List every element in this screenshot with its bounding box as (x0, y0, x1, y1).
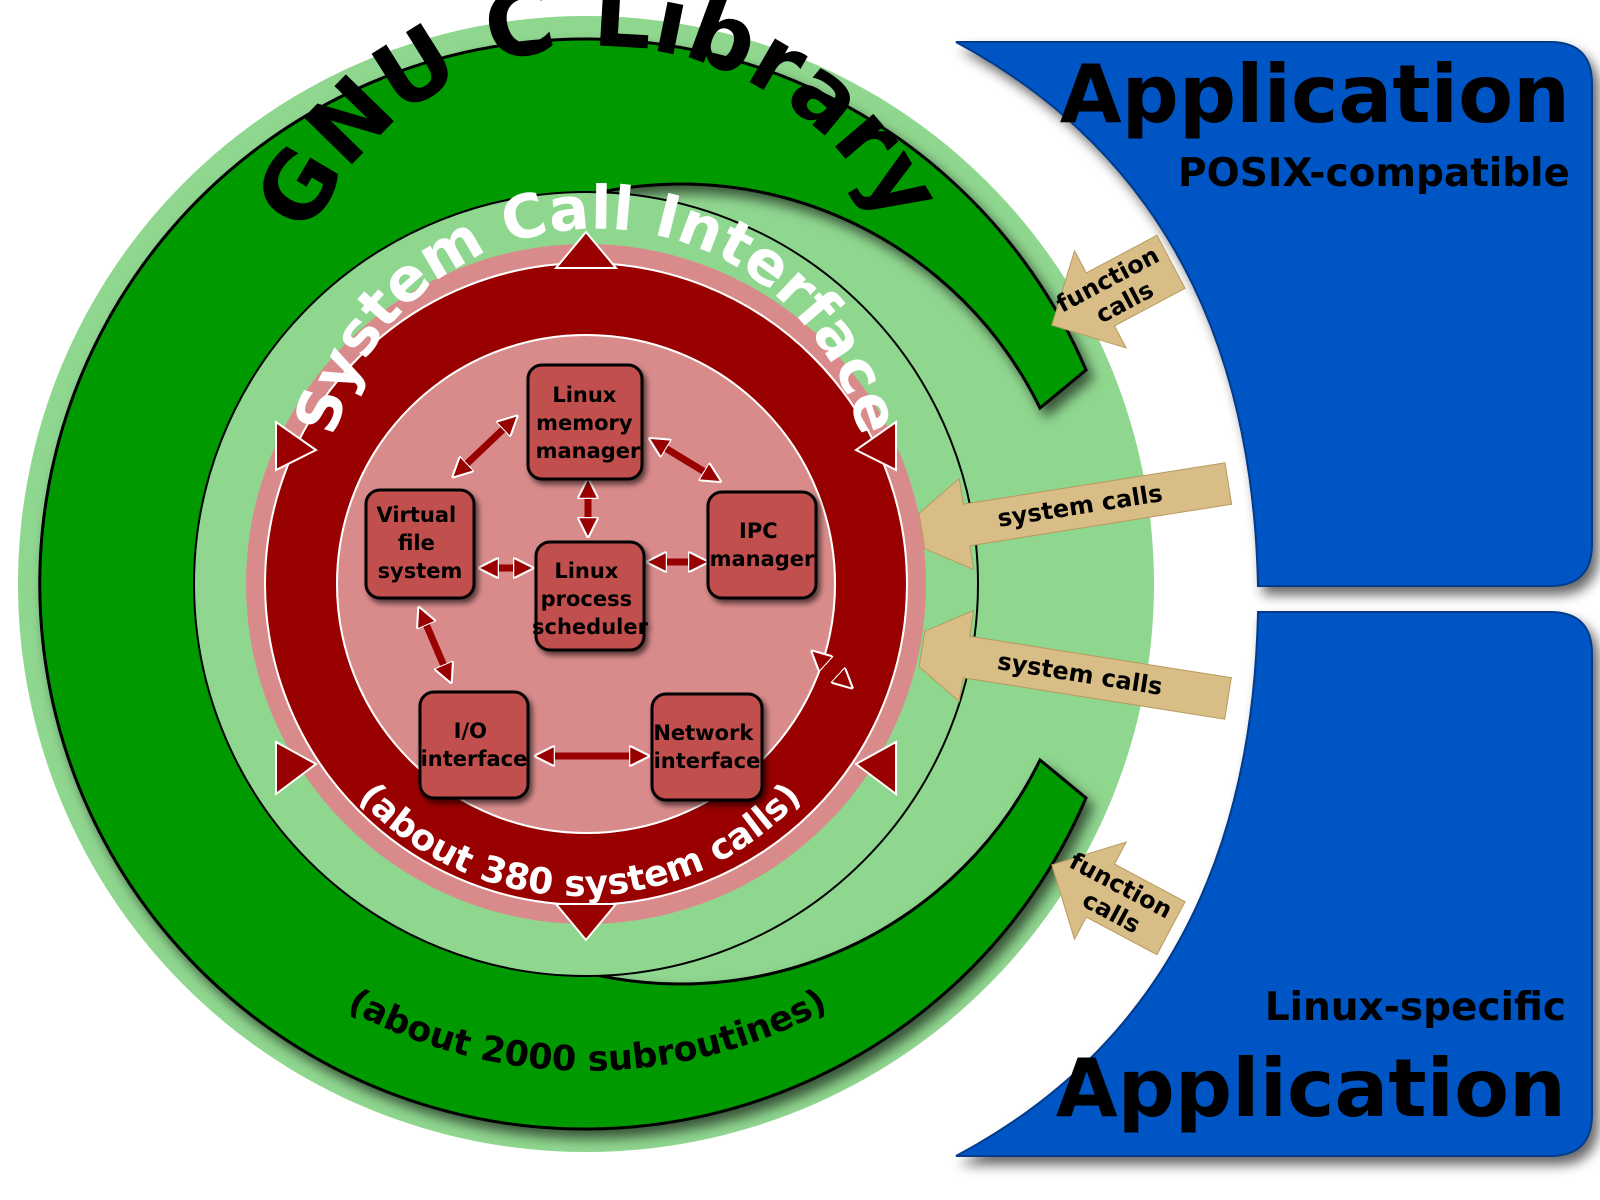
syscall-ring-outline-inner (336, 334, 836, 834)
memory-line-3: manager (536, 439, 641, 463)
network-line-1: Network (653, 721, 754, 745)
svg-text:Virtual file syste: Virtual file system (376, 503, 463, 583)
application-posix-block (955, 41, 1593, 587)
box-network-interface: Network interface (650, 692, 764, 802)
linux-app-title: Application (1056, 1042, 1566, 1135)
box-process-scheduler: Linux process scheduler (532, 540, 649, 652)
scheduler-line-1: Linux (554, 559, 618, 583)
syscall-interface-ring (266, 264, 906, 904)
ipc-line-2: manager (710, 547, 815, 571)
memory-line-2: memory (536, 411, 633, 435)
posix-app-title: Application (1060, 48, 1570, 141)
box-virtual-file-system: Virtual file system (364, 488, 476, 600)
ipc-line-1: IPC (739, 519, 778, 543)
syscall-interface-arrowheads (275, 230, 897, 942)
box-ipc-manager: IPC manager (706, 490, 818, 600)
vfs-line-2: file (398, 531, 435, 555)
svg-text:I/O interface: I/O interface (421, 719, 528, 771)
conn-vfs-io (420, 610, 450, 680)
svg-text:Linux process sche: Linux process scheduler (532, 559, 649, 639)
conn-scheduler-network (814, 653, 850, 686)
io-line-2: interface (421, 747, 528, 771)
memory-line-1: Linux (552, 383, 616, 407)
scheduler-line-3: scheduler (532, 615, 649, 639)
io-line-1: I/O (454, 719, 487, 743)
linux-app-subtitle: Linux-specific (1265, 985, 1566, 1030)
application-linux-block (955, 611, 1593, 1157)
conn-memory-ipc (652, 440, 718, 480)
box-io-interface: I/O interface (418, 690, 530, 800)
svg-text:Linux memory manag: Linux memory manager (536, 383, 641, 463)
box-memory-manager: Linux memory manager (526, 363, 644, 481)
kernel-connections (420, 418, 850, 756)
vfs-line-1: Virtual (376, 503, 456, 527)
vfs-line-3: system (378, 559, 463, 583)
conn-memory-vfs (455, 418, 515, 475)
posix-app-subtitle: POSIX-compatible (1178, 151, 1570, 196)
svg-text:Network interface: Network interface (653, 721, 760, 773)
scheduler-line-2: process (541, 587, 633, 611)
svg-text:IPC manager: IPC manager (710, 519, 815, 571)
network-line-2: interface (654, 749, 761, 773)
